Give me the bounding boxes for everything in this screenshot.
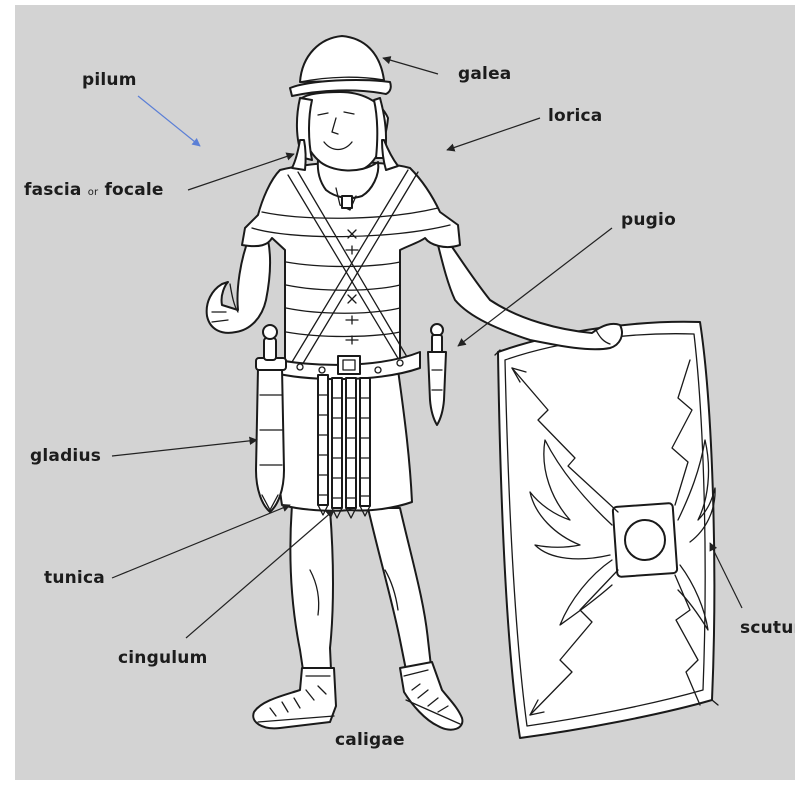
label-tunica: tunica (44, 568, 105, 588)
scutum-shield (495, 322, 718, 738)
legs (290, 505, 432, 692)
label-gladius: gladius (30, 446, 101, 466)
label-focale: focale (104, 180, 163, 200)
pugio-dagger (428, 324, 446, 425)
label-cingulum: cingulum (118, 648, 208, 668)
label-caligae: caligae (335, 730, 405, 750)
label-or: or (88, 187, 99, 198)
label-pilum: pilum (82, 70, 137, 90)
label-pugio: pugio (621, 210, 676, 230)
label-scutum: scutum (740, 618, 795, 638)
gladius-sword (256, 325, 286, 512)
caligae-sandals (253, 662, 462, 730)
label-galea: galea (458, 64, 511, 84)
label-lorica: lorica (548, 106, 602, 126)
label-fascia-or-focale: fascia or focale (24, 180, 164, 200)
label-fascia: fascia (24, 180, 82, 200)
